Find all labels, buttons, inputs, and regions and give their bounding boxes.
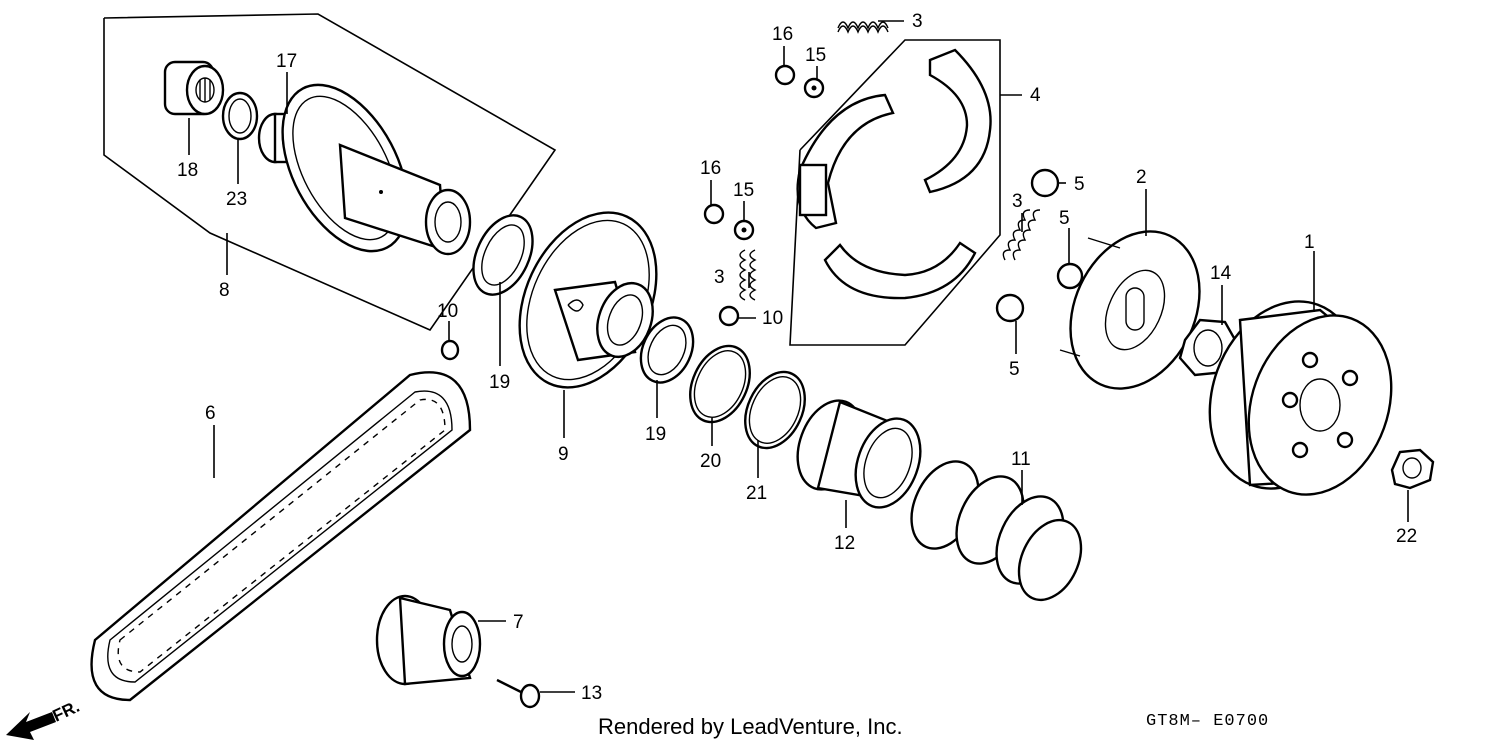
callout-21: 21 [746,483,767,504]
front-direction-arrow-icon [6,712,56,740]
callout-17: 17 [276,51,297,72]
callout-9: 9 [558,444,569,465]
clutch-nut-22[interactable] [1390,448,1435,490]
o-ring-20[interactable] [679,336,762,431]
seal-collar-12[interactable] [786,392,932,517]
callout-8: 8 [219,280,230,301]
diagram-code: GT8M– E0700 [1146,712,1270,731]
callout-13: 13 [581,683,602,704]
assembly-8-outline [103,13,557,331]
callout-labels: 1 2 3 3 3 4 5 5 5 6 7 8 9 10 10 11 12 13… [177,11,1417,704]
damper-rubber-5c[interactable] [995,293,1025,323]
drive-plate-9[interactable] [493,190,683,409]
pin-10b[interactable] [718,305,740,327]
oil-seal-19a[interactable] [462,206,545,304]
clutch-spring-3a[interactable] [837,21,889,34]
callout-19a: 19 [489,372,510,393]
damper-rubber-5a[interactable] [1030,168,1060,198]
pin-10a[interactable] [440,339,460,361]
callout-16b: 16 [700,158,721,179]
callout-5c: 5 [1009,359,1020,380]
callout-16a: 16 [772,24,793,45]
callout-5b: 5 [1059,208,1070,229]
drive-belt-6[interactable] [90,371,472,702]
callout-23: 23 [226,189,247,210]
o-ring-21[interactable] [734,362,817,457]
damper-rubber-5b[interactable] [1056,262,1084,290]
assembly-4-outline [789,39,1001,346]
pulley-boss-7[interactable] [375,594,482,686]
washer-15b[interactable] [733,219,755,241]
callout-1: 1 [1304,232,1315,253]
callout-2: 2 [1136,167,1147,188]
clutch-plate-2[interactable] [1046,210,1224,409]
render-credit: Rendered by LeadVenture, Inc. [598,714,903,739]
circlip-16a[interactable] [774,64,796,86]
callout-5a: 5 [1074,174,1085,195]
washer-15a[interactable] [803,77,825,99]
callout-15b: 15 [733,180,754,201]
callout-15a: 15 [805,45,826,66]
callout-4: 4 [1030,85,1041,106]
needle-bearing-18[interactable] [163,60,225,116]
callout-12: 12 [834,533,855,554]
callout-18: 18 [177,160,198,181]
snap-ring-23[interactable] [221,91,259,141]
clutch-shoes-4[interactable] [796,48,992,300]
callout-6: 6 [205,403,216,424]
callout-3b: 3 [714,267,725,288]
clutch-spring-3c[interactable] [1002,209,1041,261]
driven-face-spring-11[interactable] [898,451,1093,610]
callout-14: 14 [1210,263,1232,284]
clutch-spring-3b[interactable] [739,249,757,301]
bolt-13[interactable] [496,678,541,709]
callout-7: 7 [513,612,524,633]
callout-10a: 10 [437,301,458,322]
oil-seal-19b[interactable] [631,309,703,391]
leader-lines [188,20,1409,693]
callout-11: 11 [1011,449,1031,470]
clutch-outer-1[interactable] [1185,280,1416,515]
callout-20: 20 [700,451,721,472]
callout-10b: 10 [762,308,783,329]
circlip-16b[interactable] [703,203,725,225]
callout-3c: 3 [1012,191,1023,212]
driven-face-8[interactable] [257,64,472,272]
callout-3a: 3 [912,11,923,32]
callout-22: 22 [1396,526,1417,547]
callout-19b: 19 [645,424,666,445]
